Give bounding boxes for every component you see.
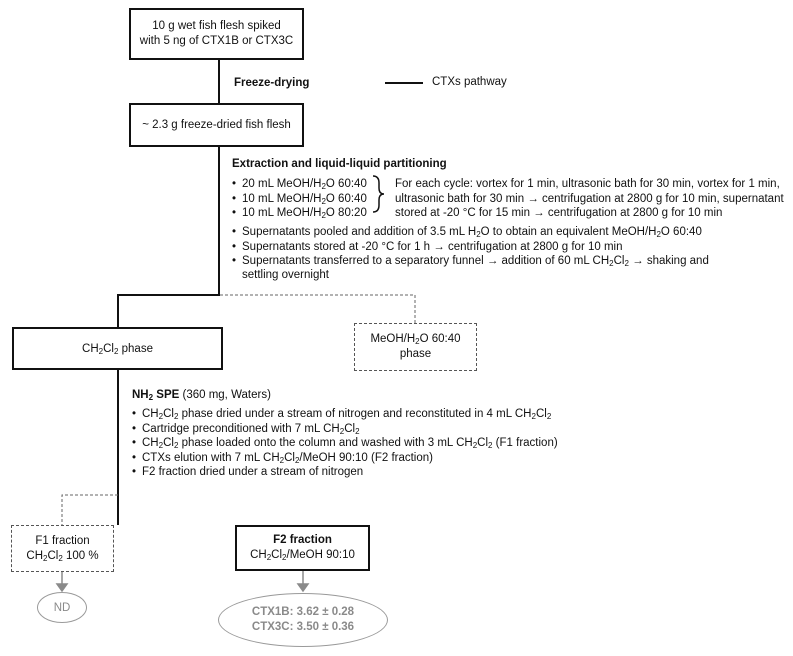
pathway-line-1 <box>218 60 220 103</box>
ch2cl2-phase-box: CH2Cl2 phase <box>12 327 223 370</box>
extraction-title: Extraction and liquid-liquid partitionin… <box>232 158 447 170</box>
pathway-line-5 <box>117 370 119 497</box>
cycle-note-line-1: For each cycle: vortex for 1 min, ultras… <box>395 178 780 190</box>
cycle-note-line-2: ultrasonic bath for 30 min → centrifugat… <box>395 192 784 205</box>
extraction-step-2: Supernatants stored at -20 °C for 1 h → … <box>232 240 709 255</box>
cycle-item-2: 10 mL MeOH/H2O 60:40 <box>232 192 367 207</box>
freeze-drying-label: Freeze-drying <box>234 77 310 89</box>
nd-result-label: ND <box>53 601 71 614</box>
freeze-dried-box: ~ 2.3 g freeze-dried fish flesh <box>129 103 304 147</box>
cycle-note: For each cycle: vortex for 1 min, ultras… <box>395 177 784 221</box>
meoh-phase-box: MeOH/H2O 60:40 phase <box>354 323 477 371</box>
cycle-note-line-3: stored at -20 °C for 15 min → centrifuga… <box>395 207 723 219</box>
extraction-step-1: Supernatants pooled and addition of 3.5 … <box>232 225 709 240</box>
ctx1b-result: CTX1B: 3.62 ± 0.28 <box>251 606 355 618</box>
f1-fraction-box: F1 fraction CH2Cl2 100 % <box>11 525 114 572</box>
spe-title-detail: (360 mg, Waters) <box>179 389 271 401</box>
ch2cl2-phase-label: CH2Cl2 phase <box>82 342 153 356</box>
spe-step-3: CH2Cl2 phase loaded onto the column and … <box>132 436 558 451</box>
pathway-line-4 <box>117 294 119 327</box>
legend-label: CTXs pathway <box>432 76 507 88</box>
cycle-item-3: 10 mL MeOH/H2O 80:20 <box>232 206 367 221</box>
f2-fraction-box: F2 fraction CH2Cl2/MeOH 90:10 <box>235 525 370 571</box>
start-line-1: 10 g wet fish flesh spiked <box>152 20 281 32</box>
spe-step-2: Cartridge preconditioned with 7 mL CH2Cl… <box>132 422 558 437</box>
f2-line-1: F2 fraction <box>273 534 332 546</box>
f1-line-1: F1 fraction <box>35 534 90 547</box>
spe-step-1: CH2Cl2 phase dried under a stream of nit… <box>132 407 558 422</box>
extraction-step-3: Supernatants transferred to a separatory… <box>232 254 709 269</box>
meoh-phase-line-2: phase <box>399 348 432 360</box>
freeze-dried-label: ~ 2.3 g freeze-dried fish flesh <box>142 119 291 131</box>
pathway-line-3 <box>117 294 220 296</box>
spe-step-4: CTXs elution with 7 mL CH2Cl2/MeOH 90:10… <box>132 451 558 466</box>
meoh-phase-line-1: MeOH/H2O 60:40 <box>370 333 461 346</box>
spe-step-5: F2 fraction dried under a stream of nitr… <box>132 465 558 480</box>
spe-title: NH2 SPE (360 mg, Waters) <box>132 389 271 402</box>
start-line-2: with 5 ng of CTX1B or CTX3C <box>139 35 294 47</box>
pathway-line-2 <box>218 147 220 295</box>
nd-result-oval: ND <box>37 592 87 623</box>
f2-result-oval: CTX1B: 3.62 ± 0.28 CTX3C: 3.50 ± 0.36 <box>218 593 388 647</box>
pathway-line-6 <box>117 495 119 525</box>
cycle-item-1: 20 mL MeOH/H2O 60:40 <box>232 177 367 192</box>
ctx3c-result: CTX3C: 3.50 ± 0.36 <box>251 621 355 633</box>
f2-line-2: CH2Cl2/MeOH 90:10 <box>250 549 355 562</box>
legend-line <box>385 82 423 84</box>
extraction-cycles: 20 mL MeOH/H2O 60:40 10 mL MeOH/H2O 60:4… <box>232 177 367 221</box>
f1-line-2: CH2Cl2 100 % <box>26 549 99 563</box>
spe-steps: CH2Cl2 phase dried under a stream of nit… <box>132 407 558 480</box>
extraction-steps: Supernatants pooled and addition of 3.5 … <box>232 225 709 269</box>
extraction-step-3-cont: settling overnight <box>242 269 329 281</box>
start-sample-box: 10 g wet fish flesh spiked with 5 ng of … <box>129 8 304 60</box>
